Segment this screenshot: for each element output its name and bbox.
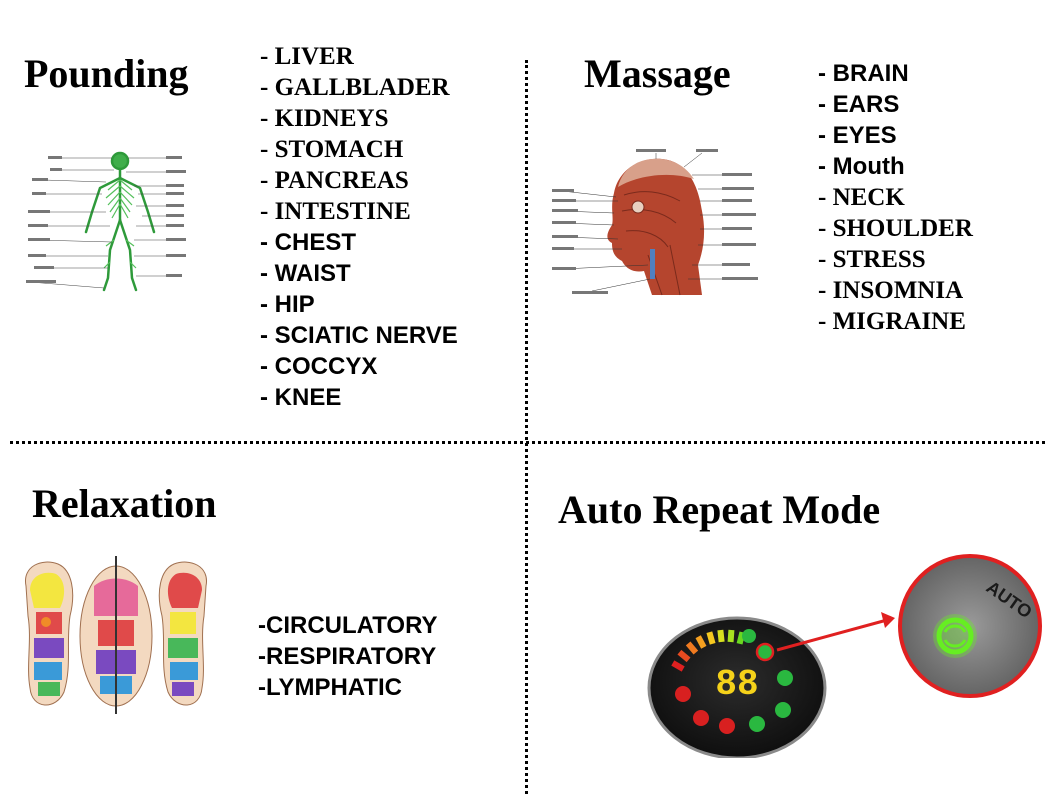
pounding-item: - STOMACH [260, 136, 404, 163]
relaxation-list: -CIRCULATORY -RESPIRATORY -LYMPHATIC [258, 610, 438, 703]
control-panel-figure: 88 AUTO [647, 554, 1042, 758]
pounding-item: - WAIST [260, 260, 351, 287]
vertical-divider [525, 60, 528, 794]
pounding-item: - GALLBLADER [260, 74, 450, 101]
pounding-item: - COCCYX [260, 353, 378, 380]
pounding-item: - HIP [260, 291, 315, 318]
relaxation-item: -RESPIRATORY [258, 643, 437, 670]
pounding-item: - LIVER [260, 43, 354, 70]
massage-item: - STRESS [818, 246, 926, 273]
massage-item: - EYES [818, 122, 897, 149]
massage-item: - Mouth [818, 153, 905, 180]
massage-item: - EARS [818, 91, 900, 118]
auto-repeat-title: Auto Repeat Mode [558, 487, 881, 532]
pounding-item: - PANCREAS [260, 167, 409, 194]
pounding-item: - CHEST [260, 229, 356, 256]
massage-item: - SHOULDER [818, 215, 973, 242]
massage-title: Massage [584, 51, 731, 96]
pounding-item: - SCIATIC NERVE [260, 322, 458, 349]
massage-item: - NECK [818, 184, 905, 211]
nervous-system-figure [26, 151, 186, 292]
pounding-list: - LIVER - GALLBLADER - KIDNEYS - STOMACH… [260, 41, 458, 413]
pounding-item: - INTESTINE [260, 198, 411, 225]
pounding-item: - KIDNEYS [260, 105, 389, 132]
pounding-title: Pounding [24, 51, 189, 96]
massage-list: - BRAIN - EARS - EYES - Mouth - NECK - S… [818, 58, 973, 337]
relaxation-title: Relaxation [32, 481, 217, 526]
foot-reflexology-figure [25, 556, 207, 714]
head-anatomy-figure [552, 149, 758, 296]
horizontal-divider [10, 441, 1045, 444]
massage-item: - INSOMNIA [818, 277, 964, 304]
massage-item: - BRAIN [818, 60, 909, 87]
massage-item: - MIGRAINE [818, 308, 966, 335]
pounding-item: - KNEE [260, 384, 342, 411]
display-digits: 88 [715, 664, 758, 705]
relaxation-item: -CIRCULATORY [258, 612, 438, 639]
relaxation-item: -LYMPHATIC [258, 674, 402, 701]
